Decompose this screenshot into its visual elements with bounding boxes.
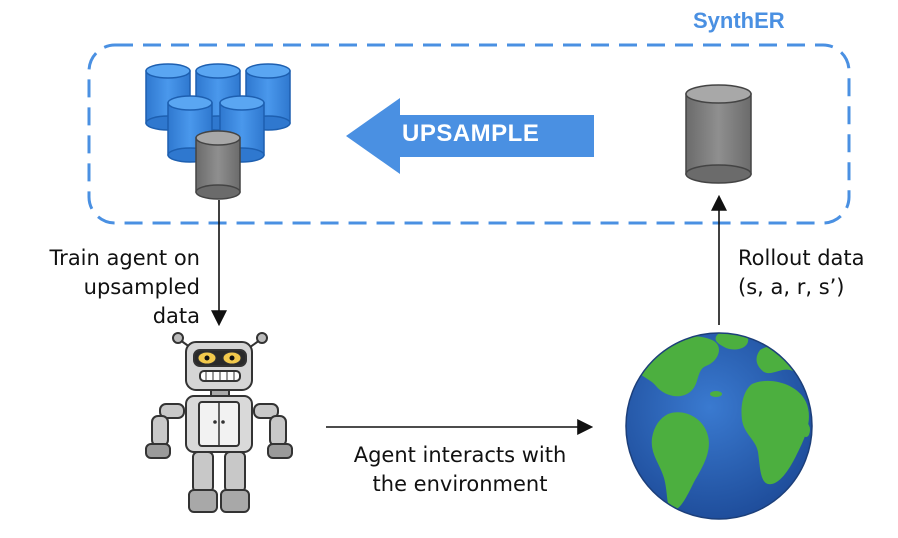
upsample-label: UPSAMPLE (402, 120, 540, 147)
train-agent-line-1: Train agent on (49, 246, 200, 270)
robot-icon (145, 332, 293, 513)
synther-boundary (87, 43, 851, 225)
agent-interacts-line-1: Agent interacts with (353, 443, 567, 467)
train-agent-label: Train agent on upsampled data (38, 244, 200, 331)
agent-interacts-label: Agent interacts with the environment (340, 441, 580, 499)
train-agent-line-2: upsampled data (83, 275, 200, 328)
globe-icon (625, 332, 813, 520)
arrow-left-icon (346, 98, 594, 174)
rollout-data-label: Rollout data (s, a, r, s’) (738, 244, 888, 302)
agent-interacts-line-2: the environment (372, 472, 548, 496)
database-icon (145, 63, 291, 200)
rollout-data-line-1: Rollout data (738, 246, 865, 270)
database-icon (685, 84, 752, 184)
rollout-data-line-2: (s, a, r, s’) (738, 275, 845, 299)
synther-title: SynthER (693, 8, 785, 33)
